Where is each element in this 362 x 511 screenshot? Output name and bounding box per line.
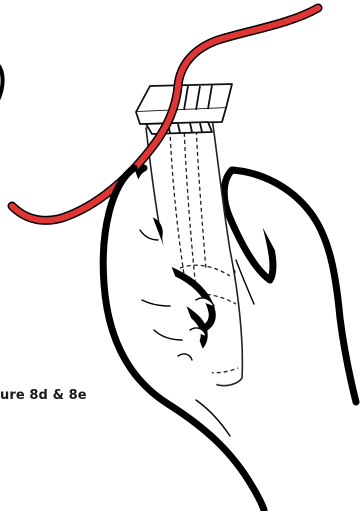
partial-circle-icon [0, 62, 3, 104]
connector-clip [136, 84, 232, 134]
figure-caption: ure 8d & 8e [0, 388, 87, 403]
